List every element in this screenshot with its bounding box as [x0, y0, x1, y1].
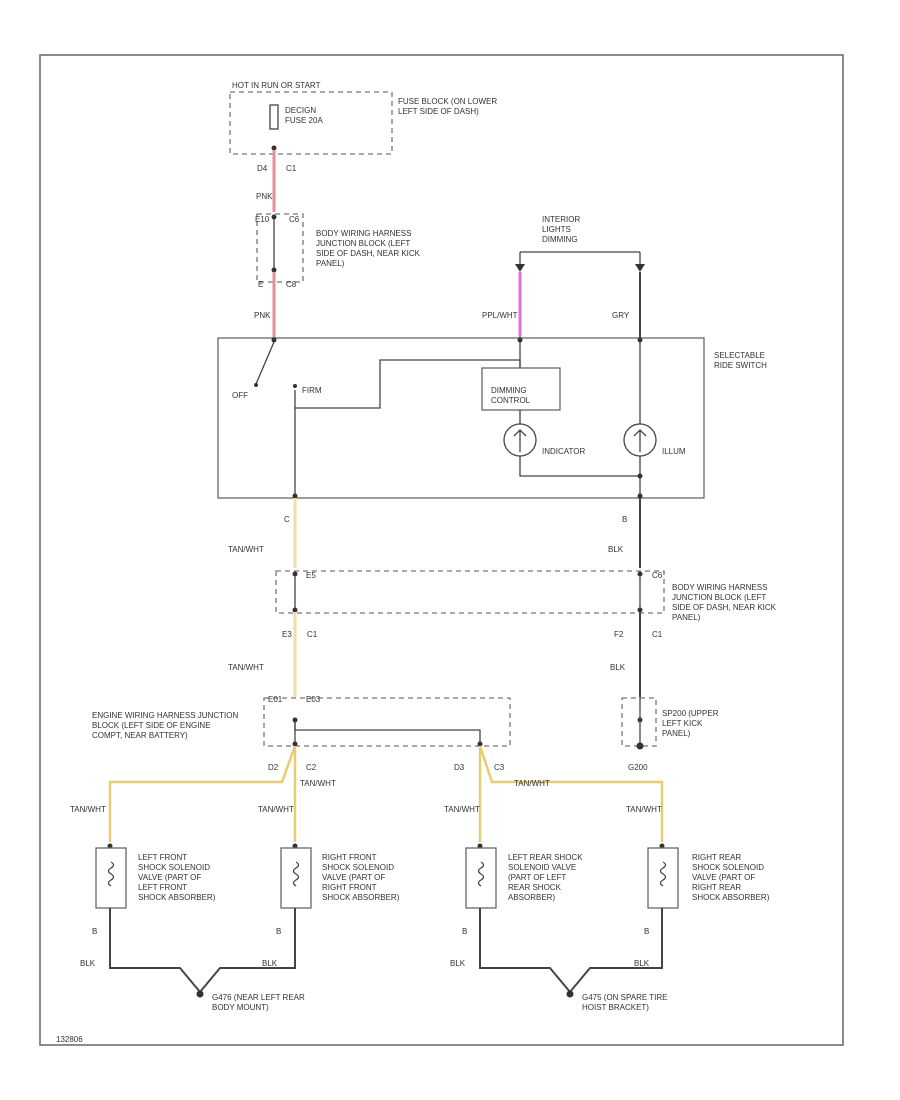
right-c3-conn: C3 — [494, 763, 505, 772]
tan-wht-label-d: TAN/WHT — [626, 805, 662, 814]
e-pin: E — [258, 280, 263, 289]
dimming-control-box — [481, 367, 561, 411]
wire-tan-wht-rear — [478, 745, 664, 842]
pin-b-rr: B — [644, 927, 649, 936]
pin-b-label: B — [622, 515, 627, 524]
tan-wht-label-c: TAN/WHT — [444, 805, 480, 814]
tan-wht-label-b: TAN/WHT — [258, 805, 294, 814]
pnk-label-1: PNK — [256, 192, 273, 201]
left-d2-pin: D2 — [268, 763, 279, 772]
tan-wht-label-a: TAN/WHT — [70, 805, 106, 814]
blk-label-2: BLK — [610, 663, 626, 672]
blk-label-5: BLK — [450, 959, 466, 968]
firm-label: FIRM — [302, 386, 322, 395]
hot-header-label: HOT IN RUN OR START — [232, 81, 321, 90]
pin-b-lf: B — [92, 927, 97, 936]
fuse-symbol — [269, 104, 279, 130]
figure-code: 132806 — [56, 1035, 83, 1044]
gry-label: GRY — [612, 311, 630, 320]
engine-junction-block — [263, 697, 511, 747]
blk-label-4: BLK — [262, 959, 278, 968]
wire-tan-wht-front — [108, 745, 297, 842]
f2-pin: F2 — [614, 630, 624, 639]
tan-wht-label-1: TAN/WHT — [228, 545, 264, 554]
c6-conn-mid: C6 — [652, 571, 663, 580]
selectable-ride-switch — [217, 337, 705, 499]
e10-pin: E10 — [255, 215, 270, 224]
engine-jb-internal — [294, 722, 481, 742]
e5-pin: E5 — [306, 571, 316, 580]
switch-blade — [255, 341, 275, 385]
tan-wht-label-4: TAN/WHT — [514, 779, 550, 788]
right-d3-pin: D3 — [454, 763, 465, 772]
c8-conn: C8 — [286, 280, 297, 289]
d4-pin: D4 — [257, 164, 268, 173]
off-label: OFF — [232, 391, 248, 400]
c1-conn-a: C1 — [307, 630, 318, 639]
c6-conn: C6 — [289, 215, 300, 224]
e01-label: E01 — [268, 695, 283, 704]
junction-block-top — [256, 213, 304, 283]
pnk-label-2: PNK — [254, 311, 271, 320]
fuse-block-outline — [229, 91, 393, 155]
diagram-frame — [39, 54, 844, 1046]
pin-c-label: C — [284, 515, 290, 524]
c1-conn-top: C1 — [286, 164, 297, 173]
blk-label-1: BLK — [608, 545, 624, 554]
junction-block-middle — [275, 570, 665, 614]
ground-wire-front — [109, 908, 296, 994]
ground-wire-rear — [479, 908, 663, 994]
pin-b-lr: B — [462, 927, 467, 936]
e3-pin: E3 — [282, 630, 292, 639]
indicator-label: INDICATOR — [542, 447, 585, 456]
pin-b-rf: B — [276, 927, 281, 936]
ppl-wht-label: PPL/WHT — [482, 311, 518, 320]
c1-conn-b: C1 — [652, 630, 663, 639]
illum-label: ILLUM — [662, 447, 686, 456]
g200-label: G200 — [628, 763, 648, 772]
blk-label-6: BLK — [634, 959, 650, 968]
e03-label: E03 — [306, 695, 321, 704]
tan-wht-label-3: TAN/WHT — [300, 779, 336, 788]
tan-wht-label-2: TAN/WHT — [228, 663, 264, 672]
blk-label-3: BLK — [80, 959, 96, 968]
left-c2-conn: C2 — [306, 763, 317, 772]
firm-to-dimming — [295, 359, 521, 409]
